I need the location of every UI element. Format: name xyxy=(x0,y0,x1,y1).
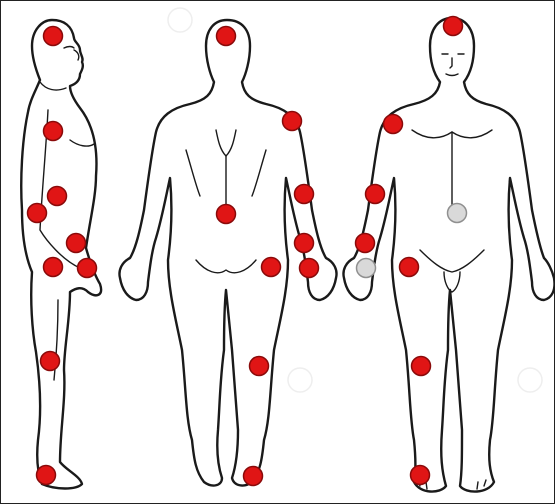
side-elbow-point[interactable] xyxy=(48,187,67,206)
front-view-figure xyxy=(343,18,554,492)
front-abdomen-point[interactable] xyxy=(448,204,467,223)
front-head-point[interactable] xyxy=(444,17,463,36)
front-elbow-point[interactable] xyxy=(366,185,385,204)
side-hip-point[interactable] xyxy=(44,258,63,277)
back-wrist-point[interactable] xyxy=(300,259,319,278)
front-ankle-point[interactable] xyxy=(411,466,430,485)
side-view-figure xyxy=(21,20,101,489)
back-elbow-point[interactable] xyxy=(295,185,314,204)
back-knee-point[interactable] xyxy=(250,357,269,376)
side-forearm-point[interactable] xyxy=(67,234,86,253)
side-lower-back-point[interactable] xyxy=(28,204,47,223)
side-shoulder-point[interactable] xyxy=(44,122,63,141)
side-knee-point[interactable] xyxy=(41,352,60,371)
back-lower-back-point[interactable] xyxy=(217,205,236,224)
side-wrist-point[interactable] xyxy=(78,259,97,278)
back-forearm-point[interactable] xyxy=(295,234,314,253)
front-knee-point[interactable] xyxy=(412,357,431,376)
side-head-point[interactable] xyxy=(44,27,63,46)
front-forearm-point[interactable] xyxy=(356,234,375,253)
front-shoulder-point[interactable] xyxy=(384,115,403,134)
side-ankle-point[interactable] xyxy=(37,466,56,485)
front-hand-point[interactable] xyxy=(357,259,376,278)
back-heel-point[interactable] xyxy=(244,467,263,486)
back-shoulder-point[interactable] xyxy=(283,112,302,131)
front-hip-point[interactable] xyxy=(400,258,419,277)
back-head-point[interactable] xyxy=(217,27,236,46)
back-hip-point[interactable] xyxy=(262,258,281,277)
